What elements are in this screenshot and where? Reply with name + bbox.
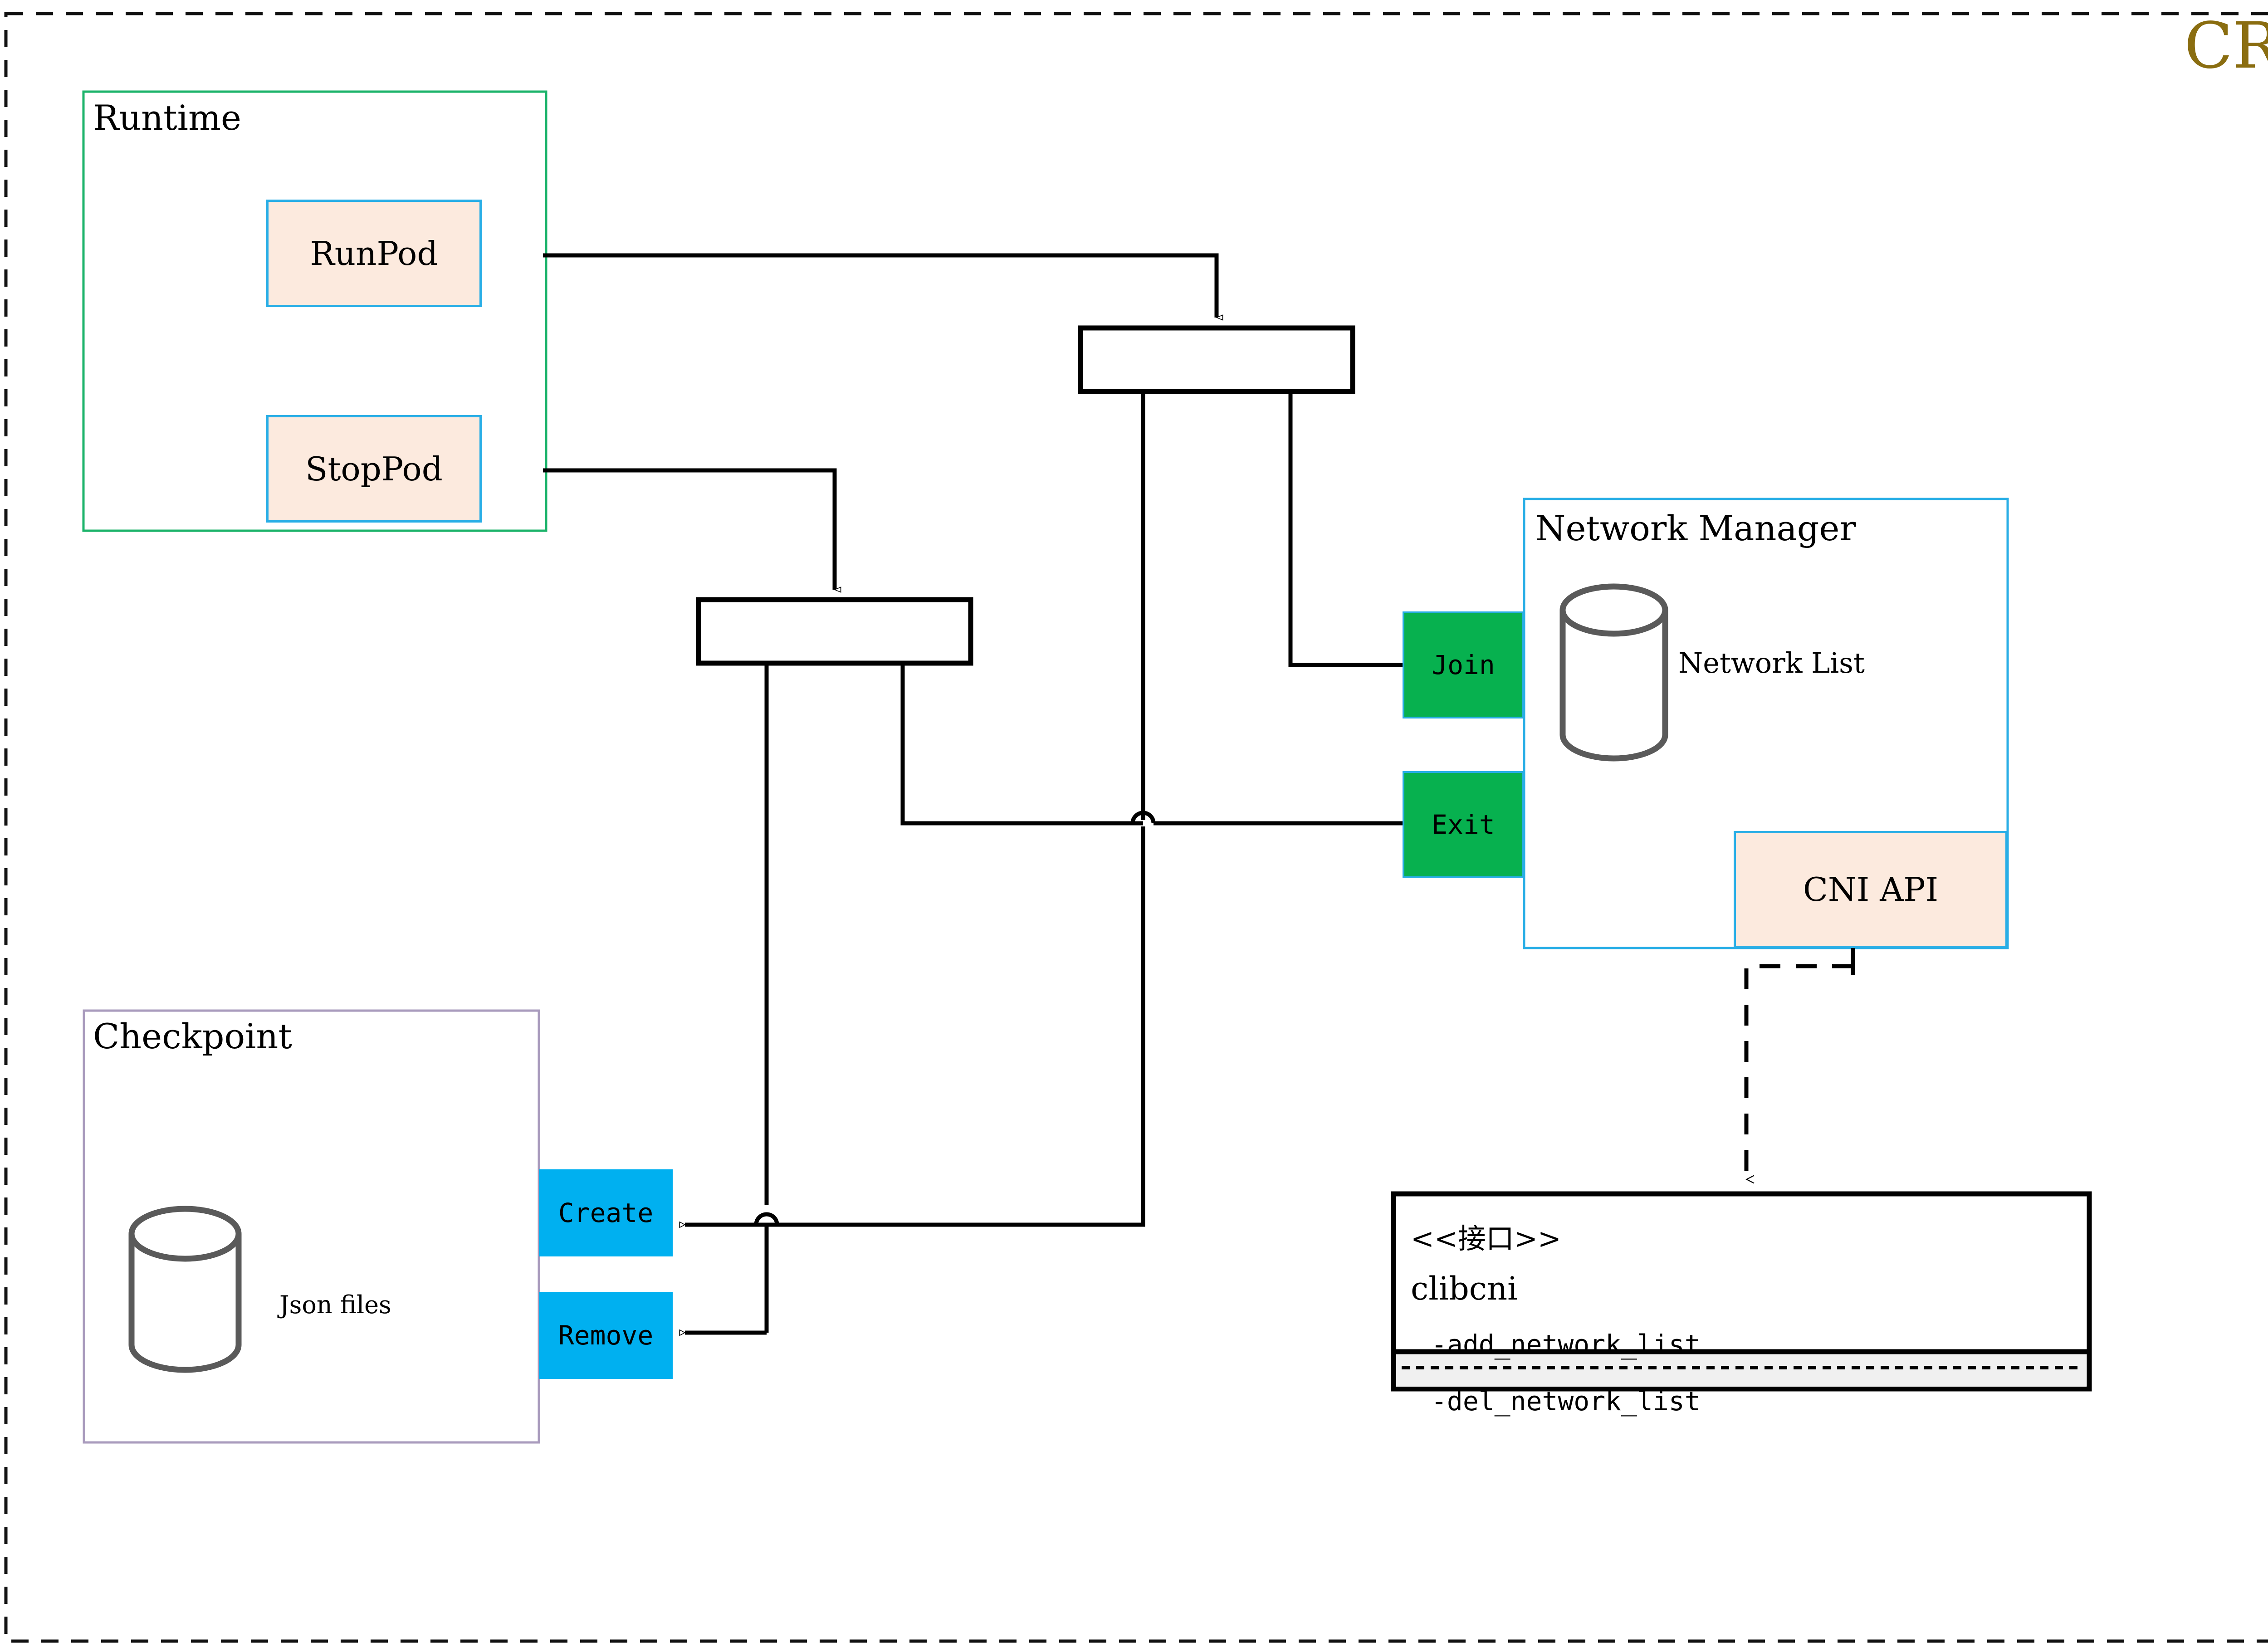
network-manager-package-frame — [1523, 498, 2009, 949]
checkpoint-package-label: Checkpoint — [93, 1016, 292, 1056]
network-manager-package-label: Network Manager — [1535, 508, 1856, 548]
clibcni-stereotype: <<接口>> — [1411, 1222, 1561, 1255]
operation-join-label: Join — [1432, 650, 1495, 680]
runtime-package-label: Runtime — [93, 98, 242, 138]
operation-stoppod[interactable]: StopPod — [266, 415, 482, 523]
edge-stoppod-to-fork — [543, 468, 835, 590]
datastore-network-list-label: Network List — [1678, 646, 1865, 679]
page-title: CRI — [2184, 9, 2268, 83]
operation-exit[interactable]: Exit — [1403, 771, 1524, 878]
fork-bar-upper — [1078, 325, 1355, 394]
line-hop-exit — [1130, 811, 1156, 824]
clibcni-name: clibcni — [1411, 1270, 1518, 1307]
edge-cniapi-to-clibcni — [1744, 964, 1853, 1184]
operation-stoppod-label: StopPod — [305, 450, 443, 488]
runtime-package-frame — [82, 90, 547, 532]
operation-cni-api-label: CNI API — [1803, 870, 1939, 909]
operation-join[interactable]: Join — [1403, 611, 1524, 718]
datastore-json-files-label: Json files — [279, 1290, 391, 1319]
line-hop-create — [754, 1212, 779, 1225]
operation-remove-label: Remove — [558, 1320, 654, 1351]
operation-runpod[interactable]: RunPod — [266, 200, 482, 307]
edge-fork-upper-left-2 — [782, 826, 1145, 1227]
operation-exit-label: Exit — [1432, 809, 1495, 840]
edge-runpod-to-fork — [543, 253, 1217, 318]
edge-fork-lower-right — [900, 663, 1143, 826]
json-files-cylinder — [128, 1206, 242, 1373]
outer-frame — [4, 12, 2268, 1643]
clibcni-method-del: -del_network_list — [1431, 1386, 1701, 1417]
network-list-cylinder — [1559, 583, 1668, 762]
operation-create[interactable]: Create — [539, 1169, 673, 1256]
fork-bar-lower — [696, 597, 973, 666]
operation-runpod-label: RunPod — [310, 234, 438, 273]
operation-remove[interactable]: Remove — [539, 1292, 673, 1379]
operation-create-label: Create — [558, 1197, 654, 1228]
clibcni-method-add: -add_network_list — [1431, 1329, 1701, 1360]
operation-cni-api[interactable]: CNI API — [1734, 831, 2008, 948]
